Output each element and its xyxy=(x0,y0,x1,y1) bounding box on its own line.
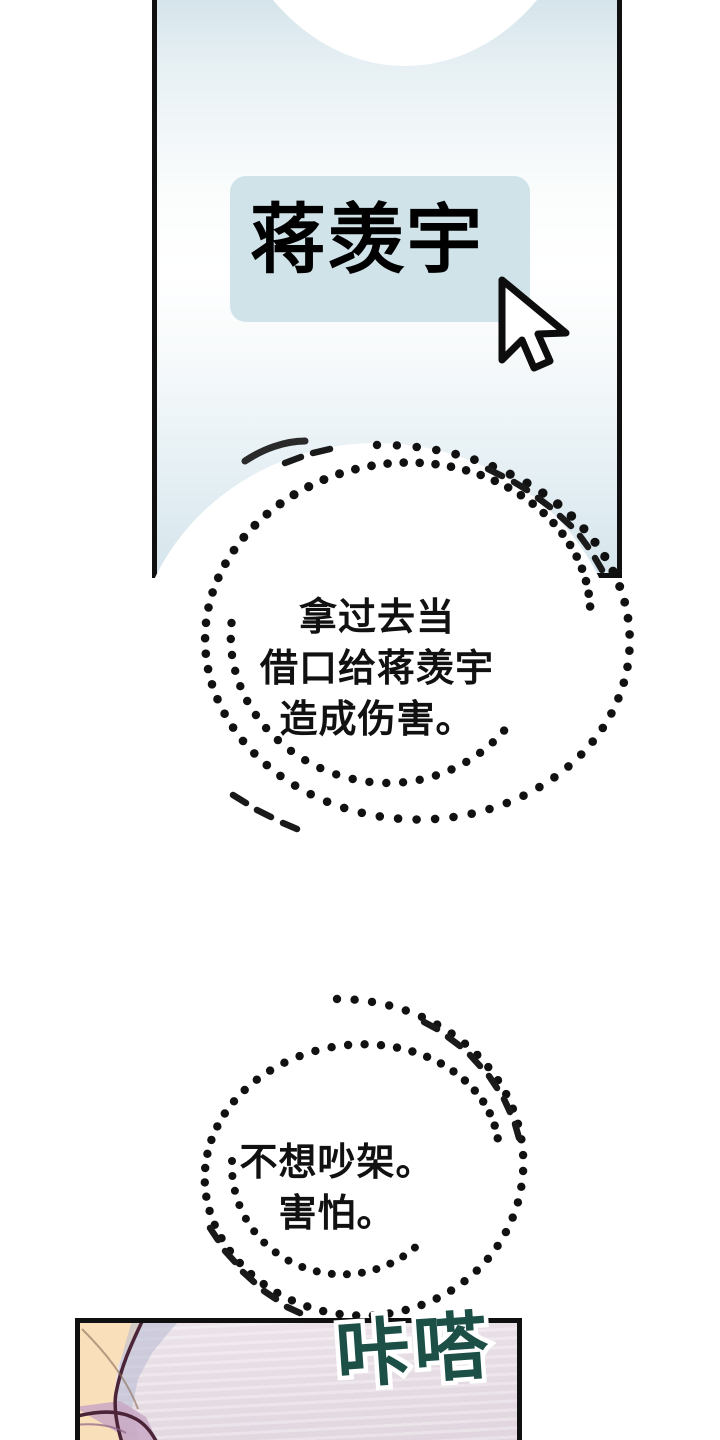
mouse-pointer-icon[interactable] xyxy=(494,276,580,372)
thought-bubble-middle-dots xyxy=(200,437,634,833)
bubble-middle-line-3: 造成伤害。 xyxy=(279,699,475,741)
thought-bubble-lower-dots xyxy=(200,994,528,1320)
bubble-lower-line-2: 害怕。 xyxy=(278,1193,396,1235)
name-selection-highlight[interactable] xyxy=(230,176,530,322)
panel-bottom-wall xyxy=(75,1318,522,1440)
sound-effect-text: 咔嗒 xyxy=(329,1299,499,1402)
thought-bubble-middle: 拿过去当 借口给蒋羡宇 造成伤害。 xyxy=(133,437,634,903)
bubble-middle-line-2: 借口给蒋羡宇 xyxy=(259,648,494,690)
character-shoulder-silhouette xyxy=(80,1323,178,1440)
bubble-lower-line-1: 不想吵架。 xyxy=(239,1142,435,1184)
thought-bubble-middle-fill xyxy=(133,443,621,903)
thought-bubble-middle-text: 拿过去当 借口给蒋羡宇 造成伤害。 xyxy=(133,593,621,746)
selected-name-text: 蒋羡宇 xyxy=(250,198,484,283)
thought-bubble-top-partial-dots xyxy=(157,0,622,66)
bubble-middle-line-1: 拿过去当 xyxy=(298,597,455,639)
thought-bubble-lower-text: 不想吵架。 害怕。 xyxy=(124,1138,550,1240)
